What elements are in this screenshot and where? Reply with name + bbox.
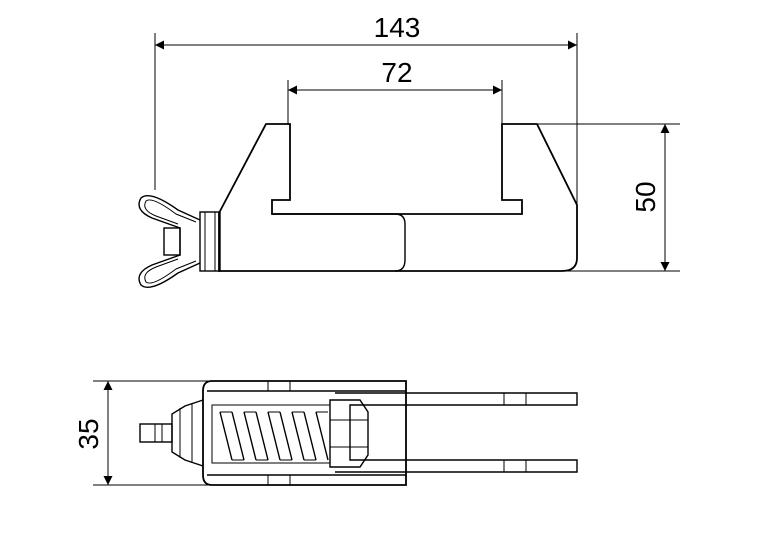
wing-nut-icon [138, 195, 201, 288]
collar [199, 211, 221, 272]
wing-screw-icon [139, 399, 204, 467]
body-outer [202, 380, 407, 486]
dimension-depth: 35 [73, 418, 104, 449]
dimension-overall-width: 143 [374, 12, 421, 43]
spring-icon [211, 404, 331, 464]
side-view [138, 33, 680, 288]
dimension-height: 50 [630, 181, 661, 212]
dimension-inner-width: 72 [381, 57, 412, 88]
pressure-pad [329, 399, 369, 468]
clamp-body [218, 123, 578, 272]
plan-view [93, 380, 578, 486]
jaw-arms [335, 392, 578, 473]
